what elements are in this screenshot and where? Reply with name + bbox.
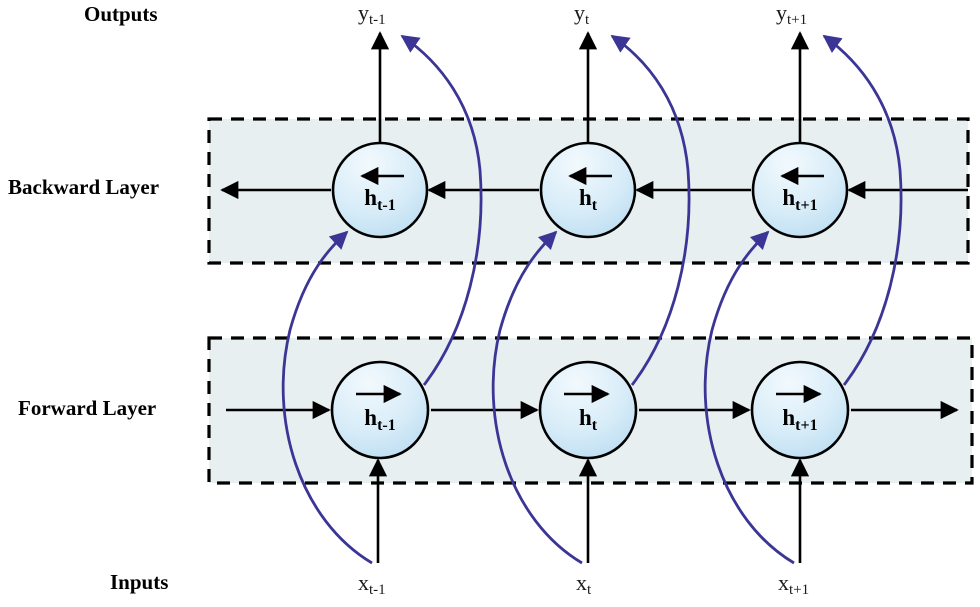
output-label-y-t: yt	[574, 0, 589, 29]
input-label-x-t: xt	[576, 570, 591, 599]
input-label-x-t-plus-1: xt+1	[778, 570, 809, 599]
node-text-h-fwd-t-plus-1: ht+1	[750, 405, 850, 435]
node-sub-h-back-t-plus-1: t+1	[795, 196, 818, 214]
output-sub-y-t-plus-1: t+1	[787, 12, 808, 29]
input-label-x-t-minus-1: xt-1	[358, 570, 386, 599]
node-h-back-t-minus-1[interactable]	[331, 141, 429, 239]
node-sub-h-fwd-t-plus-1: t+1	[795, 416, 818, 434]
input-to-forward-arrows	[368, 458, 810, 563]
output-base-y-t: y	[574, 0, 585, 25]
node-sub-h-fwd-t: t	[591, 416, 598, 434]
node-base-h-fwd-t: h	[578, 405, 592, 430]
row-label-inputs: Inputs	[110, 570, 169, 594]
node-base-h-back-t-plus-1: h	[782, 185, 796, 210]
node-base-h-fwd-t-minus-1: h	[364, 405, 378, 430]
node-sub-h-back-t-minus-1: t-1	[377, 196, 396, 214]
output-base-y-t-minus-1: y	[358, 0, 369, 25]
input-sub-x-t-minus-1: t-1	[369, 582, 386, 599]
input-sub-x-t-plus-1: t+1	[789, 582, 810, 599]
node-base-h-fwd-t-plus-1: h	[782, 405, 796, 430]
node-sub-h-fwd-t-minus-1: t-1	[377, 416, 396, 434]
output-base-y-t-plus-1: y	[776, 0, 787, 25]
output-label-y-t-plus-1: yt+1	[776, 0, 807, 29]
node-h-back-t[interactable]	[539, 141, 637, 239]
output-sub-y-t: t	[585, 12, 590, 29]
forward-to-output-curves	[400, 34, 903, 386]
node-h-fwd-t-plus-1[interactable]	[750, 360, 850, 460]
input-base-x-t: x	[576, 570, 587, 595]
node-base-h-back-t-minus-1: h	[364, 185, 378, 210]
node-h-fwd-t[interactable]	[538, 360, 638, 460]
input-sub-x-t: t	[587, 582, 592, 599]
input-base-x-t-plus-1: x	[778, 570, 789, 595]
input-to-backward-curves	[281, 230, 795, 565]
output-label-y-t-minus-1: yt-1	[358, 0, 386, 29]
node-text-h-fwd-t: ht	[538, 405, 638, 435]
node-text-h-fwd-t-minus-1: ht-1	[330, 405, 430, 435]
row-label-forward-layer: Forward Layer	[18, 396, 157, 420]
node-h-fwd-t-minus-1[interactable]	[330, 360, 430, 460]
node-h-back-t-plus-1[interactable]	[751, 141, 849, 239]
output-sub-y-t-minus-1: t-1	[369, 12, 386, 29]
node-text-h-back-t: ht	[538, 185, 638, 215]
backward-to-output-arrows	[370, 31, 810, 143]
backward-layer-nodes	[331, 141, 849, 239]
node-base-h-back-t: h	[578, 185, 592, 210]
forward-layer-nodes	[330, 360, 850, 460]
node-sub-h-back-t: t	[591, 196, 598, 214]
node-text-h-back-t-plus-1: ht+1	[750, 185, 850, 215]
input-base-x-t-minus-1: x	[358, 570, 369, 595]
row-label-backward-layer: Backward Layer	[8, 175, 160, 199]
row-label-outputs: Outputs	[84, 2, 158, 26]
node-text-h-back-t-minus-1: ht-1	[330, 185, 430, 215]
